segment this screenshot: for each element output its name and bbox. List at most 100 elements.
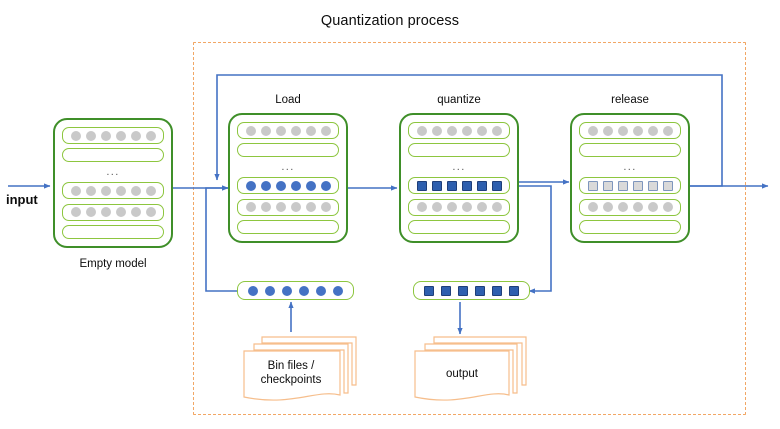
buffer-cell-loaded: [281, 285, 292, 296]
model-row-1-blank: [408, 143, 510, 158]
quantized-weights-buffer: [413, 281, 530, 300]
model-row-0: [237, 122, 339, 139]
weight-cell: [320, 202, 331, 213]
weight-cell: [145, 130, 156, 141]
weight-cell: [130, 185, 141, 196]
weight-cell: [491, 202, 502, 213]
weight-cell: [305, 202, 316, 213]
weight-cell: [85, 185, 96, 196]
model-load[interactable]: ...: [228, 113, 348, 243]
output-files-sheets: [414, 336, 527, 401]
diagram-title: Quantization process: [320, 13, 460, 29]
weight-cell: [260, 202, 271, 213]
model-row-0: [62, 127, 164, 144]
model-load-label: Load: [275, 94, 301, 106]
buffer-cell-quantized: [457, 285, 468, 296]
weight-cell-loaded: [290, 180, 301, 191]
output-files-stack[interactable]: output: [412, 335, 532, 407]
weight-cell: [491, 125, 502, 136]
loaded-weights-buffer: [237, 281, 354, 300]
model-quantize-label: quantize: [437, 94, 481, 106]
weight-cell: [70, 185, 81, 196]
weight-cell-loaded: [245, 180, 256, 191]
model-row-4: [237, 198, 339, 216]
weight-cell: [587, 125, 598, 136]
buffer-cell-loaded: [264, 285, 275, 296]
model-row-0: [579, 122, 681, 139]
weight-cell-quantized: [416, 180, 427, 191]
bin-files-label-line1: Bin files /: [267, 360, 315, 372]
weight-cell-loaded: [320, 180, 331, 191]
model-row-ellipsis: ...: [452, 161, 466, 174]
weight-cell: [275, 202, 286, 213]
model-row-3-quantized: [408, 177, 510, 195]
weight-cell-quantized: [491, 180, 502, 191]
weight-cell: [100, 130, 111, 141]
model-row-ellipsis: ...: [623, 161, 637, 174]
output-files-label: output: [446, 368, 478, 380]
buffer-cell-quantized: [509, 285, 520, 296]
weight-cell: [446, 202, 457, 213]
weight-cell: [647, 125, 658, 136]
buffer-cell-quantized: [423, 285, 434, 296]
model-row-5-blank: [408, 219, 510, 234]
weight-cell: [85, 130, 96, 141]
weight-cell: [617, 125, 628, 136]
model-row-ellipsis: ...: [106, 166, 120, 179]
weight-cell: [70, 130, 81, 141]
weight-cell: [70, 207, 81, 218]
model-row-5-blank: [237, 219, 339, 234]
model-row-1-blank: [579, 143, 681, 158]
model-release[interactable]: ...: [570, 113, 690, 243]
weight-cell: [245, 202, 256, 213]
weight-cell: [290, 125, 301, 136]
bin-files-sheets: [243, 336, 357, 401]
input-label: input: [6, 192, 38, 207]
model-row-4: [579, 198, 681, 216]
weight-cell: [632, 202, 643, 213]
weight-cell-loaded: [260, 180, 271, 191]
model-row-ellipsis: ...: [281, 161, 295, 174]
weight-cell: [617, 202, 628, 213]
model-empty-label: Empty model: [79, 258, 147, 270]
model-release-label: release: [611, 94, 649, 106]
weight-cell: [275, 125, 286, 136]
weight-cell: [476, 202, 487, 213]
model-row-3-released: [579, 177, 681, 195]
weight-cell: [145, 207, 156, 218]
weight-cell: [476, 125, 487, 136]
weight-cell: [416, 125, 427, 136]
buffer-cell-loaded: [333, 285, 344, 296]
model-row-4: [62, 203, 164, 221]
weight-cell-quantized: [476, 180, 487, 191]
weight-cell-loaded: [275, 180, 286, 191]
weight-cell: [632, 125, 643, 136]
buffer-cell-quantized: [440, 285, 451, 296]
weight-cell-released: [662, 180, 673, 191]
weight-cell: [290, 202, 301, 213]
weight-cell-quantized: [461, 180, 472, 191]
bin-files-stack[interactable]: Bin files / checkpoints: [240, 333, 360, 405]
weight-cell: [305, 125, 316, 136]
weight-cell: [100, 185, 111, 196]
weight-cell: [245, 125, 256, 136]
model-empty[interactable]: ...: [53, 118, 173, 248]
weight-cell: [145, 185, 156, 196]
weight-cell: [647, 202, 658, 213]
weight-cell: [602, 202, 613, 213]
weight-cell-released: [602, 180, 613, 191]
weight-cell: [85, 207, 96, 218]
weight-cell-released: [617, 180, 628, 191]
weight-cell: [662, 202, 673, 213]
quantization-process-boundary: [193, 42, 746, 415]
model-quantize[interactable]: ...: [399, 113, 519, 243]
weight-cell: [115, 185, 126, 196]
weight-cell: [662, 125, 673, 136]
model-row-3-loaded: [237, 177, 339, 195]
buffer-cell-loaded: [316, 285, 327, 296]
weight-cell: [461, 125, 472, 136]
buffer-cell-loaded: [247, 285, 258, 296]
model-row-1-blank: [237, 143, 339, 158]
weight-cell: [320, 125, 331, 136]
weight-cell: [115, 130, 126, 141]
